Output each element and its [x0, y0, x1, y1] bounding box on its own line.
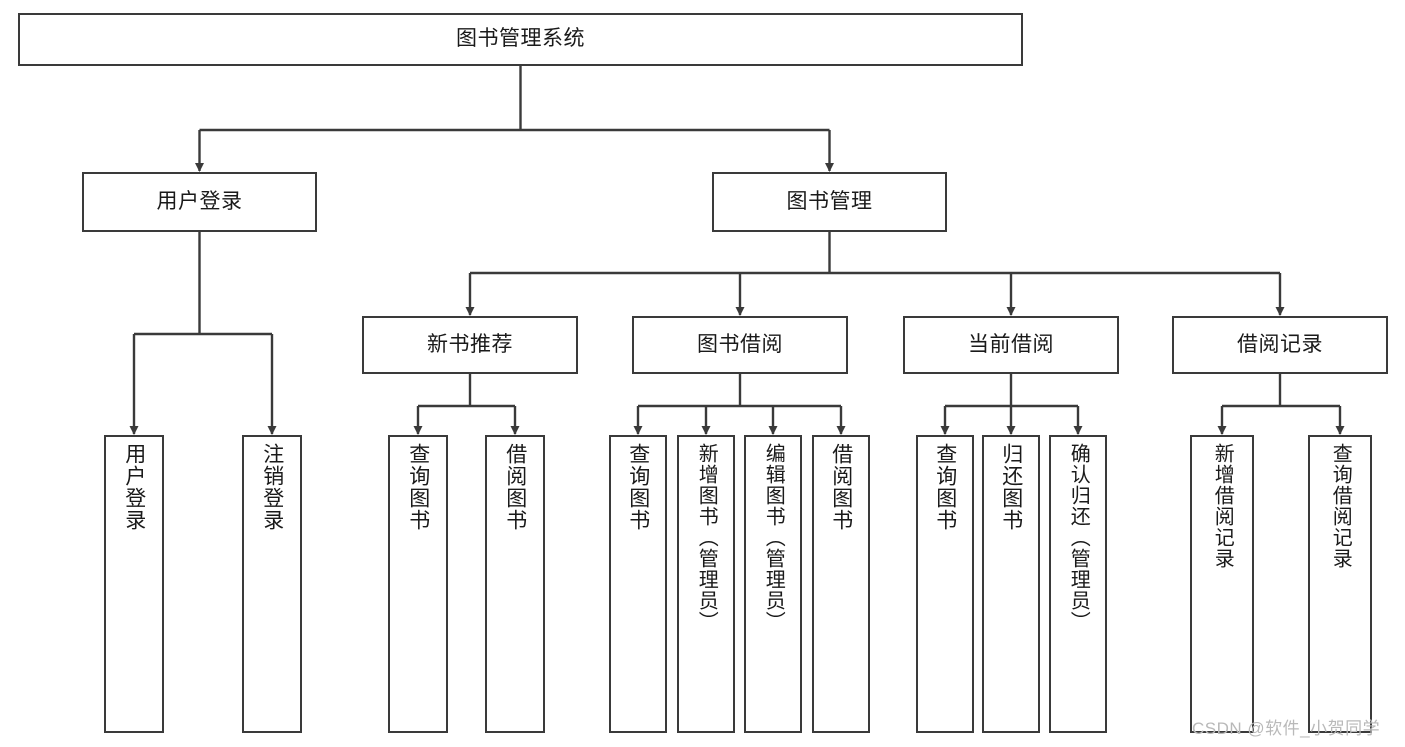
- node-leaf-confirm-return[interactable]: 确认归还（管理员）: [1049, 435, 1107, 733]
- node-label: 用户登录: [156, 189, 243, 213]
- node-label: 查询图书: [626, 443, 650, 531]
- node-leaf-user-login[interactable]: 用户登录: [104, 435, 164, 733]
- node-borrow-record[interactable]: 借阅记录: [1172, 316, 1388, 374]
- node-leaf-query-record[interactable]: 查询借阅记录: [1308, 435, 1372, 733]
- node-book-borrow[interactable]: 图书借阅: [632, 316, 848, 374]
- node-root[interactable]: 图书管理系统: [18, 13, 1023, 66]
- node-label: 查询借阅记录: [1329, 443, 1352, 569]
- node-leaf-edit-book[interactable]: 编辑图书（管理员）: [744, 435, 802, 733]
- node-label: 新增图书（管理员）: [695, 443, 718, 632]
- node-leaf-user-logout[interactable]: 注销登录: [242, 435, 302, 733]
- node-label: 确认归还（管理员）: [1067, 443, 1090, 632]
- node-label: 查询图书: [933, 443, 957, 531]
- node-current-borrow[interactable]: 当前借阅: [903, 316, 1119, 374]
- node-label: 借阅记录: [1237, 332, 1323, 356]
- node-leaf-query-book-2[interactable]: 查询图书: [609, 435, 667, 733]
- node-leaf-query-book-1[interactable]: 查询图书: [388, 435, 448, 733]
- node-label: 借阅图书: [829, 443, 853, 531]
- node-label: 图书借阅: [697, 332, 783, 356]
- node-label: 编辑图书（管理员）: [762, 443, 785, 632]
- node-label: 新增借阅记录: [1211, 443, 1234, 569]
- node-label: 图书管理系统: [456, 27, 585, 51]
- node-label: 借阅图书: [503, 443, 527, 531]
- watermark-text: CSDN @软件_小贺同学: [1192, 719, 1381, 738]
- node-label: 图书管理: [786, 189, 873, 213]
- connector-lines: [129, 66, 1345, 435]
- node-leaf-add-record[interactable]: 新增借阅记录: [1190, 435, 1254, 733]
- node-book-manage[interactable]: 图书管理: [712, 172, 947, 232]
- node-leaf-borrow-book-1[interactable]: 借阅图书: [485, 435, 545, 733]
- node-leaf-borrow-book-2[interactable]: 借阅图书: [812, 435, 870, 733]
- node-label: 归还图书: [999, 443, 1023, 531]
- node-user-login[interactable]: 用户登录: [82, 172, 317, 232]
- node-leaf-return-book[interactable]: 归还图书: [982, 435, 1040, 733]
- node-leaf-add-book[interactable]: 新增图书（管理员）: [677, 435, 735, 733]
- node-leaf-query-book-3[interactable]: 查询图书: [916, 435, 974, 733]
- node-label: 注销登录: [260, 443, 284, 531]
- node-new-book-rec[interactable]: 新书推荐: [362, 316, 578, 374]
- node-label: 查询图书: [406, 443, 430, 531]
- node-label: 当前借阅: [968, 332, 1054, 356]
- node-label: 用户登录: [122, 443, 146, 531]
- node-label: 新书推荐: [427, 332, 513, 356]
